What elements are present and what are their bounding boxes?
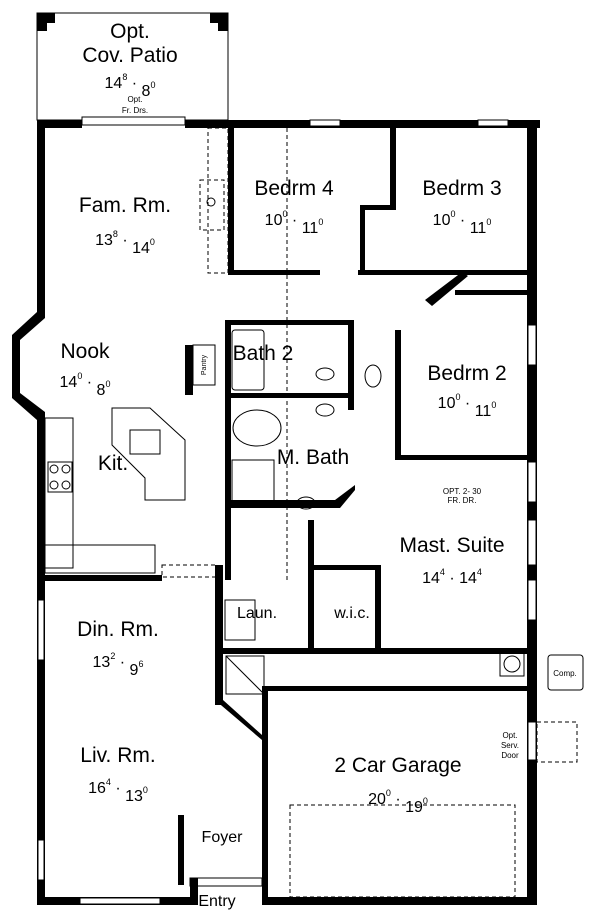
liv-rm-dimensions: 164 · 130 [88, 777, 148, 805]
garage-dimensions: 200 · 190 [368, 788, 428, 816]
mast-suite-name: Mast. Suite [399, 534, 504, 557]
walls [12, 12, 584, 905]
bedrm-2-name: Bedrm 2 [427, 362, 506, 385]
fam-rm-dimensions: 138 · 140 [95, 229, 155, 257]
liv-rm-name: Liv. Rm. [80, 744, 155, 767]
bedrm-4-dimensions: 100 · 110 [265, 209, 324, 237]
wic-name: w.i.c. [333, 605, 370, 622]
patio-door-note-2: Fr. Drs. [122, 106, 148, 115]
din-rm-name: Din. Rm. [77, 618, 159, 641]
bedrm-4-name: Bedrm 4 [254, 177, 334, 200]
entry-name: Entry [198, 893, 235, 910]
nook-dimensions: 140 · 80 [60, 371, 111, 399]
master-door-note-2: FR. DR. [448, 496, 477, 505]
compressor-label: Comp. [553, 669, 577, 678]
cov-patio-dimensions: 148 · 80 [105, 72, 156, 100]
patio-door-note-1: Opt. [127, 95, 142, 104]
master-door-note-1: OPT. 2- 30 [443, 487, 482, 496]
bedrm-3-dimensions: 100 · 110 [433, 209, 492, 237]
kit-name: Kit. [98, 452, 128, 475]
nook-name: Nook [60, 340, 110, 363]
foyer-name: Foyer [202, 829, 244, 846]
bath-2-name: Bath 2 [233, 342, 294, 365]
cov-patio-name: Opt. [110, 20, 150, 43]
garage-name: 2 Car Garage [334, 754, 461, 777]
notes: Opt. Fr. Drs. Pantry OPT. 2- 30 FR. DR. … [122, 95, 577, 760]
m-bath-name: M. Bath [277, 446, 349, 469]
service-door-note-3: Door [501, 751, 519, 760]
din-rm-dimensions: 132 · 96 [93, 651, 144, 679]
mast-suite-dimensions: 144 · 144 [422, 567, 482, 587]
pantry-label: Pantry [201, 354, 208, 375]
laun-name: Laun. [237, 605, 277, 622]
bedrm-3-name: Bedrm 3 [422, 177, 501, 200]
service-door-note-1: Opt. [502, 731, 517, 740]
bedrm-2-dimensions: 100 · 110 [438, 392, 497, 420]
service-door-note-2: Serv. [501, 741, 519, 750]
cov-patio-name: Cov. Patio [82, 44, 177, 67]
fam-rm-name: Fam. Rm. [79, 194, 171, 217]
